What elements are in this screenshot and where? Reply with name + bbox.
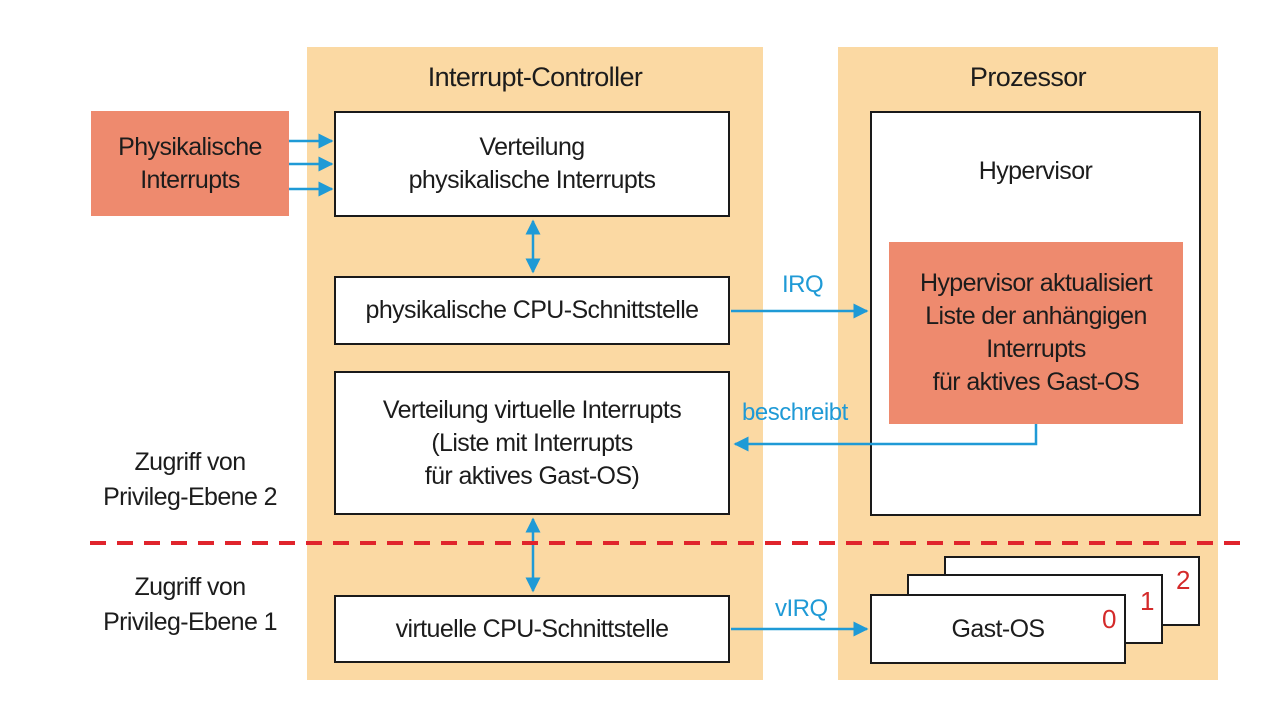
virtual-distributor-label-line: Verteilung virtuelle Interrupts: [382, 395, 682, 424]
virtual-cpu-interface-label: virtuelle CPU-Schnittstelle: [395, 614, 669, 643]
guest-os-index-1: 1: [1140, 586, 1155, 616]
privilege-level-1-label: Zugriff von Privileg-Ebene 1: [80, 570, 300, 640]
update-label-line: Hypervisor aktualisiert: [919, 269, 1153, 297]
update-label-line: für aktives Gast-OS: [932, 368, 1140, 396]
physical-interrupts-source: Physikalische Interrupts: [91, 111, 289, 216]
privilege-level-2-label: Zugriff von Privileg-Ebene 2: [80, 445, 300, 515]
writes-label: beschreibt: [742, 399, 848, 426]
privilege-2-line: Privileg-Ebene 2: [103, 483, 277, 511]
virtual-cpu-interface: virtuelle CPU-Schnittstelle: [334, 595, 730, 663]
privilege-1-line: Privileg-Ebene 1: [103, 608, 277, 636]
source-label-line: Interrupts: [140, 165, 240, 194]
physical-cpu-interface-label: physikalische CPU-Schnittstelle: [365, 296, 700, 324]
virtual-distributor-label-line: für aktives Gast-OS): [424, 461, 640, 490]
virq-label: vIRQ: [775, 595, 828, 622]
virtual-distributor-label-line: (Liste mit Interrupts: [431, 428, 633, 457]
writes-arrow: [733, 424, 1038, 452]
guest-os-index-0: 0: [1102, 604, 1117, 634]
interrupt-controller-title: Interrupt-Controller: [427, 62, 643, 92]
hypervisor-label: Hypervisor: [978, 157, 1093, 185]
physical-cpu-interface: physikalische CPU-Schnittstelle: [334, 276, 730, 345]
distributor-label-line: Verteilung: [479, 133, 585, 161]
guest-os-label: Gast-OS: [951, 614, 1045, 643]
irq-label: IRQ: [782, 271, 824, 298]
hypervisor-update-box: Hypervisor aktualisiert Liste der anhäng…: [889, 242, 1183, 424]
guest-os-card-0: Gast-OS: [870, 594, 1126, 664]
guest-os-index-2: 2: [1176, 565, 1191, 595]
processor-title: Prozessor: [969, 62, 1087, 92]
physical-interrupt-distributor: Verteilung physikalische Interrupts: [334, 111, 730, 217]
update-label-line: Interrupts: [986, 335, 1086, 363]
privilege-1-line: Zugriff von: [134, 573, 246, 601]
virtual-interrupt-distributor: Verteilung virtuelle Interrupts (Liste m…: [334, 371, 730, 515]
source-label-line: Physikalische: [118, 132, 262, 161]
distributor-label-line: physikalische Interrupts: [408, 166, 656, 194]
privilege-2-line: Zugriff von: [134, 448, 246, 476]
update-label-line: Liste der anhängigen: [925, 302, 1147, 330]
